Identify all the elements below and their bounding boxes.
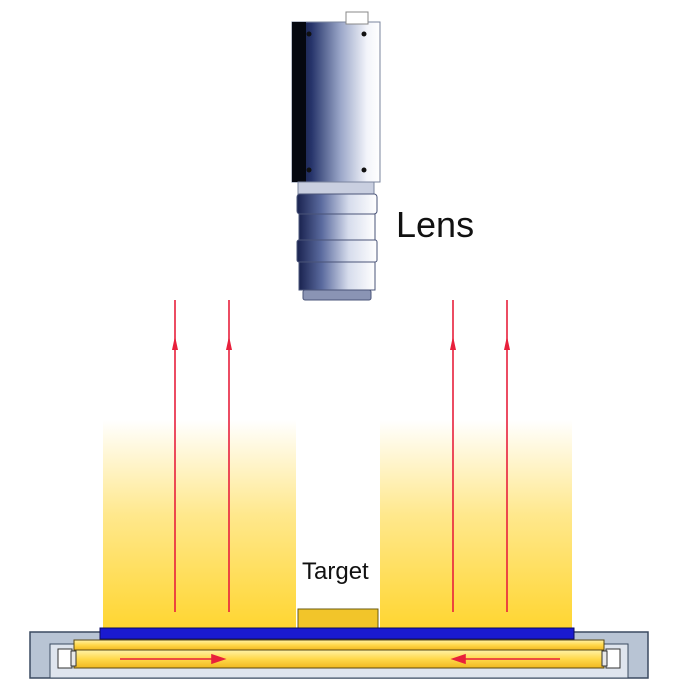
light-rays [174, 300, 508, 612]
screw-icon [306, 167, 312, 173]
lens [296, 193, 378, 301]
light-guide [73, 639, 605, 669]
screw-icon [361, 167, 367, 173]
led-right [601, 648, 621, 669]
target-label: Target [302, 558, 369, 585]
ray-arrow-icon [226, 336, 232, 350]
led-left [57, 648, 77, 669]
screw-icon [306, 31, 312, 37]
screw-icon [361, 31, 367, 37]
light-glow-right [380, 420, 572, 632]
target [297, 608, 379, 631]
ray-arrow-icon [450, 336, 456, 350]
arrow-right-icon [211, 653, 227, 665]
ray-arrow-icon [172, 336, 178, 350]
diffuser-plate [99, 627, 575, 640]
lens-label: Lens [396, 204, 475, 245]
ray-arrow-icon [504, 336, 510, 350]
arrow-left-icon [450, 653, 466, 665]
light-glow-left [103, 420, 296, 632]
camera-body [291, 11, 381, 195]
ray-arrows [172, 336, 510, 350]
light-guide-flow [120, 653, 560, 665]
